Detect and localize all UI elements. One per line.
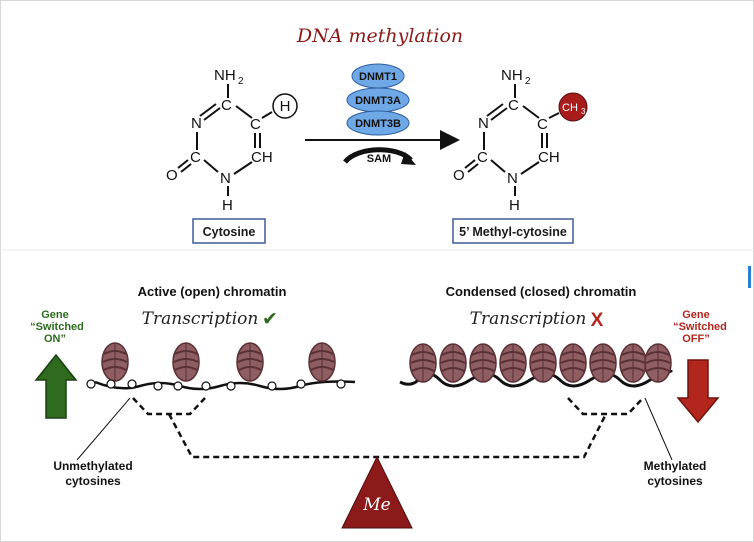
fulcrum-label: Me [362,495,390,515]
cytosine-structure: NH 2 C N C H CH C O N H [166,67,298,214]
unmethylated-cytosine-marker [173,381,183,391]
methyl-fulcrum [341,455,413,529]
methyl-group-circle [558,92,588,122]
enzyme-dnmt1-label: DNMT1 [359,71,397,83]
enzyme-dnmt3a-label: DNMT3A [355,95,401,107]
mc-ring-ch-6: CH [538,149,560,166]
enzyme-dnmt3b-label: DNMT3B [355,118,401,130]
gene-on-arrow-up [34,353,78,419]
balance-beam [167,413,608,459]
unmethylated-cytosine-marker [153,381,163,391]
mc-amine-label: NH [501,67,523,84]
active-check-mark: ✔ [262,309,278,330]
mc-ring-nitrogen-3: N [478,115,489,132]
mc-ring-carbon-2: C [477,149,488,166]
methylated-pointer [644,397,673,461]
active-balance-arm [132,397,206,416]
ring-ch-6: CH [251,149,273,166]
cytosine-label-box [192,218,266,244]
unmethylated-label-line-2: cytosines [65,474,121,488]
unmethylated-cytosine-marker [86,379,96,389]
ring-carbon-2: C [190,149,201,166]
gene-off-arrow-down [676,359,720,424]
unmethylated-cytosine-marker [201,381,211,391]
unmethylated-cytosine-marker [127,379,137,389]
amine-label: NH [214,67,236,84]
unmethylated-cytosine-marker [226,381,236,391]
gene-on-line-2: “Switched [30,321,84,333]
condensed-nucleosome [529,343,557,383]
mc-n1-hydrogen: H [509,197,520,214]
active-nucleosome [308,342,336,382]
mc-ring-carbon-4: C [508,97,519,114]
active-nucleosome [236,342,264,382]
gene-off-line-1: Gene [682,309,710,321]
methylated-label-line-1: Methylated [644,459,707,473]
active-chromatin [86,342,356,391]
diagram-title: DNA methylation [296,25,463,47]
gene-off-line-3: OFF” [682,333,710,345]
active-heading: Active (open) chromatin [138,284,287,299]
carbonyl-oxygen: O [166,167,178,184]
unmethylated-cytosine-marker [296,379,306,389]
condensed-nucleosome [469,343,497,383]
gene-off-line-2: “Switched [673,321,727,333]
active-transcription: Transcription [142,309,259,329]
condensed-nucleosome [409,343,437,383]
methyl-group-subscript: 3 [581,107,586,116]
condensed-nucleosome [619,343,647,383]
condensed-balance-arm [567,397,644,416]
enzyme-dnmt3b [346,110,410,136]
enzyme-stack: DNMT1 DNMT3A DNMT3B [346,63,410,136]
condensed-nucleosome [589,343,617,383]
gene-on-line-3: ON” [44,333,66,345]
unmethylated-cytosine-marker [106,379,116,389]
active-nucleosome [101,342,129,382]
mc-amine-subscript: 2 [525,76,531,87]
edge-marker [748,266,751,288]
condensed-nucleosome [559,343,587,383]
cofactor-label: SAM [367,153,391,165]
condensed-nucleosome [439,343,467,383]
active-nucleosome [172,342,200,382]
methylcytosine-structure: NH 2 C N C CH 3 CH C O N H [453,67,588,214]
condensed-heading: Condensed (closed) chromatin [446,284,637,299]
ring-carbon-4: C [221,97,232,114]
condensed-nucleosome [644,343,672,383]
ring-nitrogen-1: N [220,170,231,187]
unmethylated-pointer [76,397,131,461]
sam-curved-arrowhead [401,152,416,165]
amine-subscript: 2 [238,76,244,87]
n1-hydrogen: H [222,197,233,214]
ring-carbon-5: C [250,116,261,133]
methyl-group-label: CH [562,102,578,114]
unmethylated-cytosine-marker [336,379,346,389]
methylcytosine-label: 5’ Methyl-cytosine [459,225,567,239]
unmethylated-label-line-1: Unmethylated [53,459,132,473]
mc-ring-carbon-5: C [537,116,548,133]
mc-ring-nitrogen-1: N [507,170,518,187]
methylated-label-line-2: cytosines [647,474,703,488]
hydrogen-substituent: H [280,98,291,115]
condensed-transcription: Transcription [470,309,587,329]
methylcytosine-label-box [452,218,574,244]
mc-carbonyl-oxygen: O [453,167,465,184]
cytosine-label: Cytosine [203,225,256,239]
condensed-x-mark: X [591,310,604,331]
hydrogen-substituent-circle [272,93,298,119]
unmethylated-cytosine-marker [267,381,277,391]
condensed-chromatin [399,343,674,388]
ring-nitrogen-3: N [191,115,202,132]
gene-on-line-1: Gene [41,309,69,321]
condensed-nucleosome [499,343,527,383]
